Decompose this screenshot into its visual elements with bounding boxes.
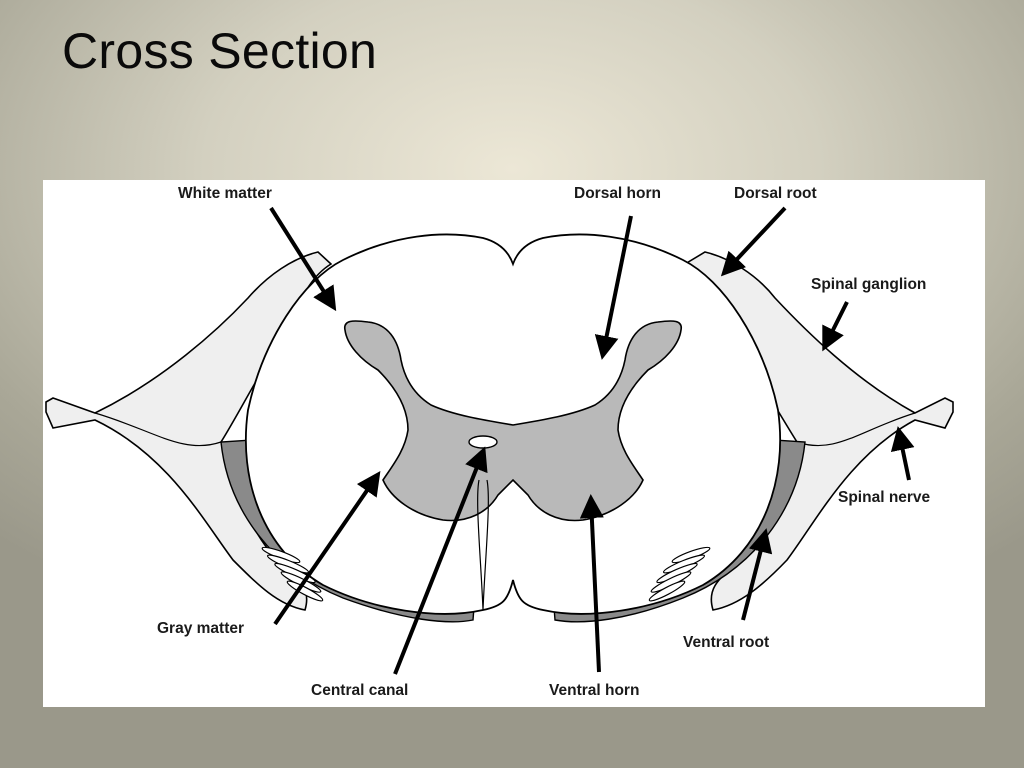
spinal-cord-diagram: White matter Dorsal horn Dorsal root Spi… [43,180,985,707]
label-dorsal-root: Dorsal root [734,185,817,202]
label-dorsal-horn: Dorsal horn [574,185,661,202]
label-white-matter: White matter [178,185,272,202]
spinal-cord-cross-section: White matter Dorsal horn Dorsal root Spi… [45,185,954,699]
label-ventral-horn: Ventral horn [549,682,639,699]
arrow-gray-matter [273,471,381,626]
left-nerve-inner-line [94,412,222,447]
central-canal [468,435,498,449]
label-ventral-root: Ventral root [683,634,769,651]
label-spinal-ganglion: Spinal ganglion [811,276,926,293]
arrow-central-canal [393,446,488,675]
label-central-canal: Central canal [311,682,408,699]
slide-title: Cross Section [62,23,378,79]
right-ventral-rootlets [648,546,711,602]
ventral-median-fissure [477,479,489,611]
label-spinal-nerve: Spinal nerve [838,489,931,506]
arrow-dorsal-horn [594,215,633,360]
arrow-ventral-horn [579,494,604,673]
left-ventral-rootlets [261,546,324,602]
arrow-spinal-nerve [890,426,915,481]
gray-matter [344,320,682,522]
arrow-dorsal-root [720,206,787,277]
label-gray-matter: Gray matter [157,620,244,637]
arrow-spinal-ganglion [822,301,849,352]
arrow-ventral-root [741,528,773,621]
arrow-white-matter [269,206,337,312]
